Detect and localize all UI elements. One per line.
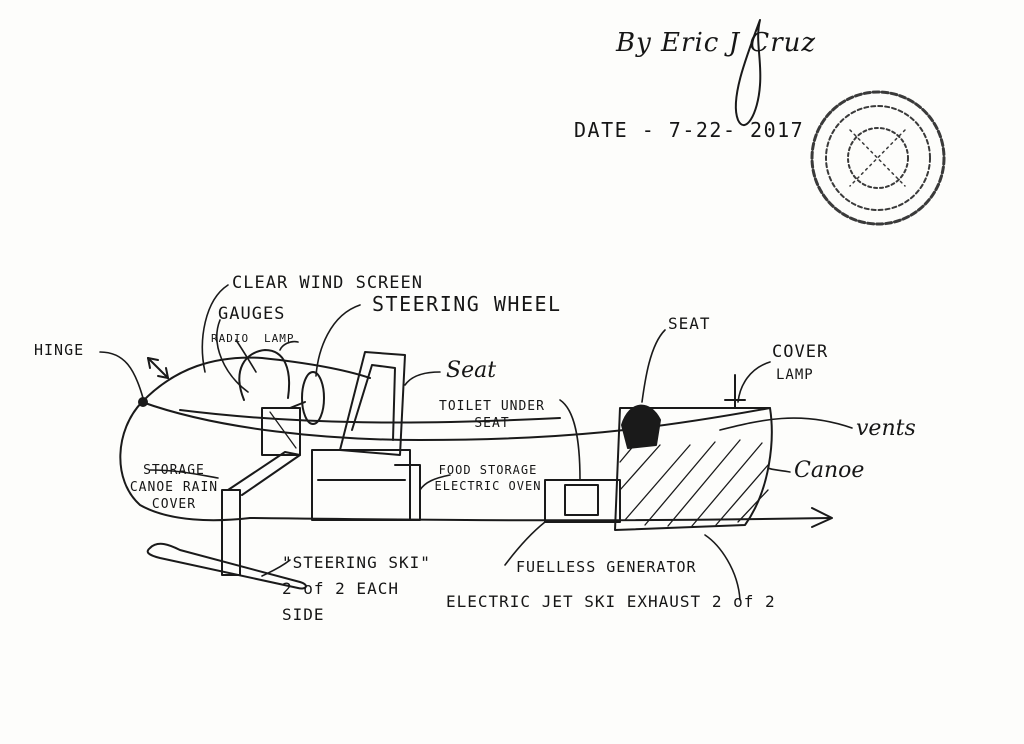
label-radio: RADIO (211, 332, 250, 345)
hull-top-rail (141, 401, 771, 441)
front-hull (119, 401, 251, 522)
label-cover: COVER (772, 342, 829, 362)
author-signature: By Eric J Cruz (616, 28, 817, 58)
steering-ski (146, 542, 307, 590)
notary-seal (810, 90, 946, 226)
food-storage-box (394, 464, 421, 521)
label-storage-canoe-rain-cover: STORAGE CANOE RAIN COVER (129, 463, 219, 512)
rear-lamp-post (724, 374, 746, 409)
label-steering-wheel: STEERING WHEEL (372, 292, 562, 316)
deck-line (179, 409, 561, 424)
label-clear-wind-screen: CLEAR WIND SCREEN (232, 273, 423, 293)
keel-line (249, 517, 831, 522)
label-lamp-front: LAMP (264, 332, 295, 345)
label-vents: vents (856, 416, 916, 441)
label-canoe: Canoe (794, 458, 865, 483)
label-hinge: HINGE (34, 341, 85, 359)
rear-hull (614, 407, 773, 531)
label-seat-front: Seat (446, 358, 497, 383)
windscreen-canopy (141, 356, 371, 403)
rear-seat (621, 404, 661, 449)
label-toilet-under-seat: TOILET UNDER SEAT (439, 399, 545, 431)
generator-box (544, 479, 621, 523)
label-lamp-rear: LAMP (776, 367, 814, 383)
label-jet-ski-exhaust: ELECTRIC JET SKI EXHAUST 2 of 2 (446, 592, 776, 611)
label-steering-ski: "STEERING SKI" 2 of 2 EACH SIDE (282, 553, 431, 624)
front-seat (339, 351, 406, 456)
leader-lines (99, 284, 853, 601)
gauges-dome (238, 349, 291, 401)
label-gauges: GAUGES (218, 304, 286, 324)
steering-wheel-shape (301, 371, 325, 425)
label-seat-rear: SEAT (668, 314, 711, 333)
drawing-date: DATE - 7-22- 2017 (574, 118, 805, 142)
keel-arrow (811, 507, 833, 528)
signature-flourish (734, 19, 762, 127)
label-food-storage-electric-oven: FOOD STORAGE ELECTRIC OVEN (434, 463, 542, 493)
hinge-dot (138, 397, 148, 407)
label-fuelless-generator: FUELLESS GENERATOR (516, 558, 697, 576)
